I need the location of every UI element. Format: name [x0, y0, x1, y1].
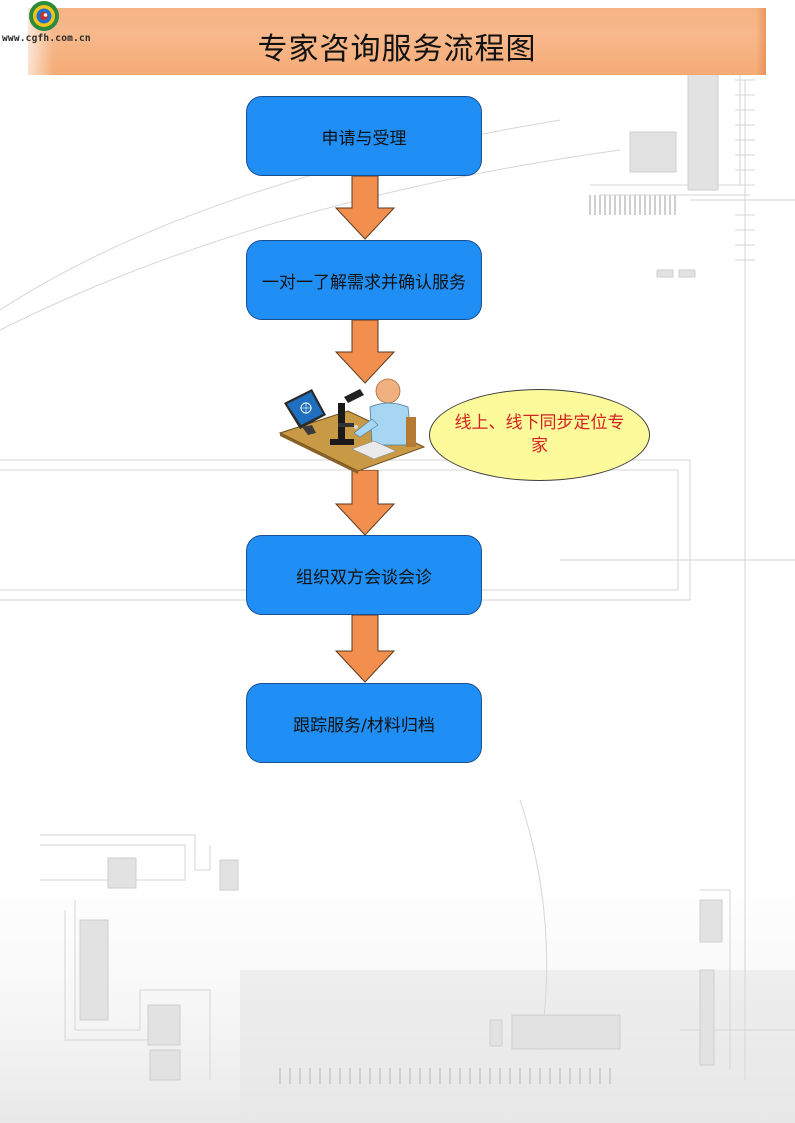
step-apply-accept: 申请与受理: [246, 96, 482, 176]
logo-text: www.cgfh.com.cn: [2, 33, 91, 44]
site-logo: www.cgfh.com.cn: [0, 0, 110, 52]
swirl-logo-icon: [29, 1, 59, 31]
flow-arrow-3: [334, 470, 396, 536]
step-follow-up-archive: 跟踪服务/材料归档: [246, 683, 482, 763]
step-organize-meeting: 组织双方会谈会诊: [246, 535, 482, 615]
flow-arrow-2: [334, 320, 396, 384]
step-understand-needs: 一对一了解需求并确认服务: [246, 240, 482, 320]
note-locate-experts: 线上、线下同步定位专家: [429, 389, 650, 481]
title-banner: 专家咨询服务流程图: [28, 8, 766, 75]
flow-arrow-1: [334, 176, 396, 240]
page-title: 专家咨询服务流程图: [257, 32, 537, 67]
note-text: 线上、线下同步定位专家: [454, 413, 625, 456]
scientist-microscope-icon: [278, 378, 426, 474]
flow-arrow-4: [334, 615, 396, 683]
